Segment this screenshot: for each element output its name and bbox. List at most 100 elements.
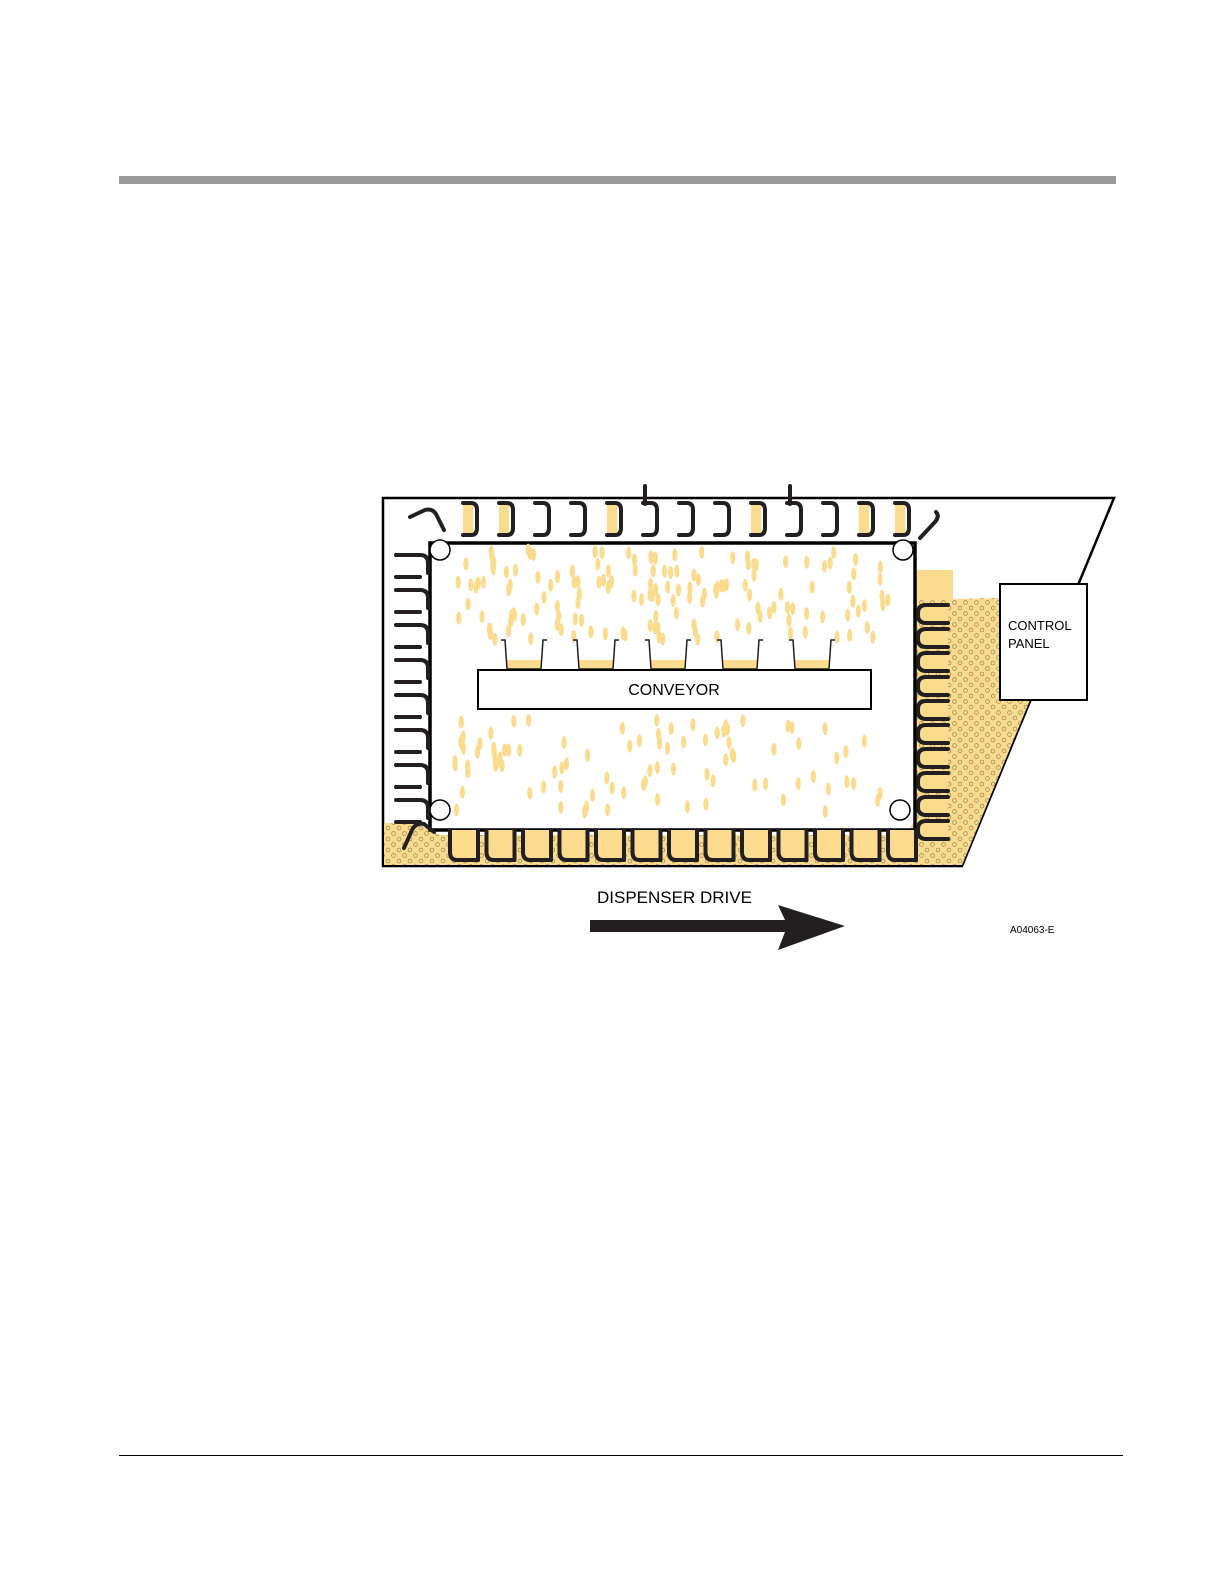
product-granule [662, 565, 667, 578]
product-granule [479, 610, 484, 623]
product-granule [820, 610, 825, 623]
product-granule [851, 777, 856, 790]
product-granule [714, 586, 719, 599]
product-granule [655, 793, 660, 806]
tray-fill [650, 660, 686, 669]
product-granule [460, 730, 465, 743]
product-granule [877, 787, 882, 800]
product-granule [535, 571, 540, 584]
product-granule [804, 556, 809, 569]
product-granule [847, 629, 852, 642]
product-granule [521, 613, 526, 626]
product-granule [696, 573, 701, 586]
control-panel-label: CONTROL [1008, 618, 1072, 633]
product-granule [488, 727, 493, 740]
product-granule [585, 749, 590, 762]
product-granule [631, 589, 636, 602]
product-granule [703, 733, 708, 746]
product-granule [691, 569, 696, 582]
product-granule [647, 764, 652, 777]
product-granule [626, 546, 631, 559]
product-granule [740, 714, 745, 727]
product-granule [562, 736, 567, 749]
product-granule [552, 766, 557, 779]
product-granule [654, 714, 659, 727]
product-granule [548, 579, 553, 592]
product-granule [788, 627, 793, 640]
tray-fill [722, 660, 758, 669]
product-granule [763, 777, 768, 790]
product-granule [671, 763, 676, 776]
tray-fill [578, 660, 614, 669]
product-granule [865, 621, 870, 634]
bucket-fill [895, 505, 905, 535]
product-granule [758, 610, 763, 623]
product-granule [463, 557, 468, 570]
product-granule [674, 607, 679, 620]
product-granule [669, 722, 674, 735]
bucket-fill [781, 830, 805, 858]
bucket-fill [463, 505, 473, 535]
product-granule [724, 578, 729, 591]
product-granule [641, 778, 646, 791]
product-granule [676, 584, 681, 597]
product-granule [459, 716, 464, 729]
product-granule [752, 779, 757, 792]
product-granule [803, 626, 808, 639]
product-granule [477, 737, 482, 750]
product-granule [730, 551, 735, 564]
product-granule [831, 546, 836, 559]
product-granule [492, 633, 497, 646]
product-granule [595, 558, 600, 571]
product-granule [878, 573, 883, 586]
bucket-fill [635, 830, 659, 858]
bucket-fill [525, 830, 549, 858]
sprocket-icon [893, 540, 913, 560]
product-granule [721, 725, 726, 738]
product-granule [710, 774, 715, 787]
product-granule [506, 624, 511, 637]
product-granule [796, 777, 801, 790]
product-granule [804, 607, 809, 620]
product-granule [511, 715, 516, 728]
product-granule [834, 752, 839, 765]
product-granule [850, 595, 855, 608]
product-granule [456, 612, 461, 625]
product-granule [822, 722, 827, 735]
sprocket-icon [430, 800, 450, 820]
product-granule [651, 564, 656, 577]
product-granule [481, 576, 486, 589]
product-granule [564, 757, 569, 770]
bucket-fill [890, 830, 914, 858]
product-granule [665, 742, 670, 755]
bucket-fill [489, 830, 513, 858]
product-granule [687, 591, 692, 604]
product-granule [513, 564, 518, 577]
product-granule [468, 579, 473, 592]
product-granule [746, 622, 751, 635]
product-granule [844, 775, 849, 788]
product-granule [834, 631, 839, 644]
product-granule [655, 761, 660, 774]
bucket-fill [671, 830, 695, 858]
product-granule [685, 800, 690, 813]
bucket-fill [708, 830, 732, 858]
product-granule [672, 548, 677, 561]
product-granule [810, 581, 815, 594]
product-granule [665, 581, 670, 594]
product-granule [653, 610, 658, 623]
product-granule [559, 762, 564, 775]
product-granule [528, 632, 533, 645]
product-granule [714, 630, 719, 643]
product-granule [606, 564, 611, 577]
product-granule [754, 559, 759, 572]
product-granule [719, 579, 724, 592]
product-granule [465, 765, 470, 778]
product-granule [452, 755, 457, 768]
bucket-fill [854, 830, 878, 858]
product-granule [657, 737, 662, 750]
product-granule [588, 625, 593, 638]
tray-fill [506, 660, 542, 669]
product-granule [880, 598, 885, 611]
product-granule [508, 579, 513, 592]
